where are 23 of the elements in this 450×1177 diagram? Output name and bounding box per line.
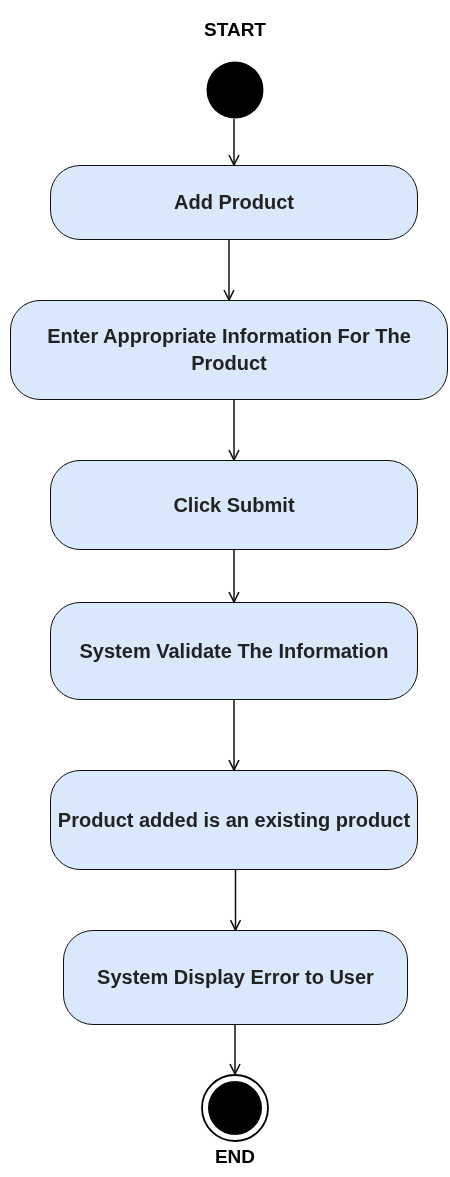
end-node: [201, 1074, 269, 1142]
arrow: [229, 869, 242, 931]
arrow: [228, 699, 240, 771]
activity-label: System Validate The Information: [78, 638, 390, 664]
activity-box: [50, 165, 418, 240]
activity-label: System Display Error to User: [96, 965, 375, 990]
activity-label: Add Product: [173, 190, 295, 215]
activity-box: [63, 930, 408, 1025]
activity-box: [10, 300, 448, 400]
activity-box: [50, 602, 418, 700]
arrow: [223, 239, 235, 301]
start-node: [206, 61, 264, 119]
activity-label: Enter Appropriate Information For The Product: [46, 324, 412, 376]
activity-label: Product added is an existing product: [56, 807, 412, 833]
activity-box: [50, 460, 418, 550]
arrow: [228, 549, 240, 603]
arrow: [228, 118, 240, 166]
arrow: [229, 1024, 241, 1075]
activity-box: [50, 770, 418, 870]
arrow: [228, 399, 240, 461]
start-label: START: [204, 19, 266, 41]
activity-label: Click Submit: [172, 492, 296, 518]
end-label: END: [214, 1146, 256, 1168]
